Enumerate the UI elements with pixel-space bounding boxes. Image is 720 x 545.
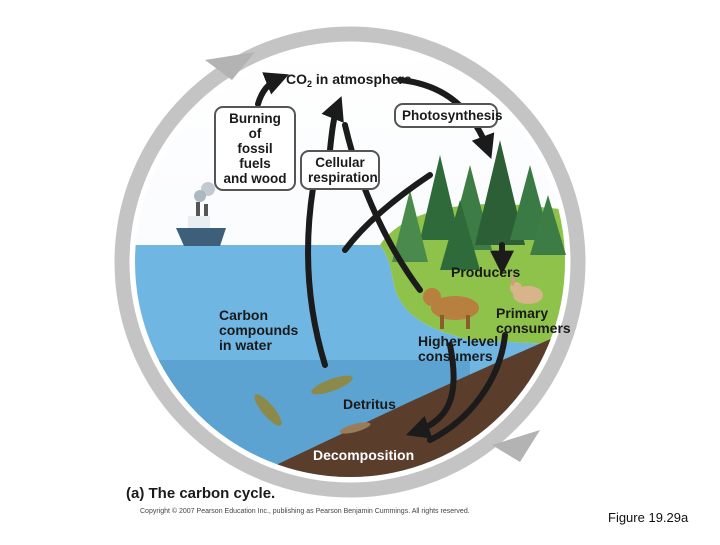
cycle-ring: [114, 26, 586, 498]
forest-trees: [392, 140, 566, 270]
arrow-burning-to-co2: [255, 72, 289, 107]
figure-number: Figure 19.29a: [608, 510, 689, 525]
ring-arrowhead-top: [205, 52, 255, 80]
arrow-primary-to-decomposition: [427, 332, 508, 443]
decomposition-label: Decomposition: [313, 447, 415, 463]
higher-level-consumers-label: Higher-level consumers: [418, 333, 499, 364]
lynx-illustration: [423, 288, 479, 329]
burning-line-1: Burning of: [229, 111, 281, 141]
cellular-respiration-box: Cellular respiration: [300, 150, 380, 190]
arrow-respiration-line: [305, 185, 328, 368]
cellular-line-1: Cellular: [315, 155, 365, 170]
arrow-to-decomposition: [405, 342, 457, 439]
burning-line-2: fossil fuels: [237, 141, 273, 171]
burning-fossil-fuels-box: Burning of fossil fuels and wood: [214, 106, 296, 191]
arrow-respiration-to-co2: [321, 96, 344, 153]
carbon-compounds-label: Carbon compounds in water: [219, 307, 299, 353]
detritus-label: Detritus: [343, 396, 396, 412]
rabbit-illustration: [510, 274, 543, 304]
ship-illustration: [176, 182, 226, 246]
copyright-notice: Copyright © 2007 Pearson Education Inc.,…: [140, 508, 470, 515]
producers-label: Producers: [451, 264, 521, 280]
figure-caption: (a) The carbon cycle.: [126, 485, 276, 502]
ring-arrowhead-bottom: [492, 430, 540, 462]
primary-consumers-label: Primary consumers: [496, 305, 571, 336]
co2-atmosphere-label: CO2 in atmosphere: [286, 71, 412, 89]
burning-line-3: and wood: [223, 171, 287, 186]
fish-illustrations: [254, 375, 371, 434]
flow-arrows: [255, 72, 514, 443]
cellular-line-2: respiration: [308, 170, 378, 185]
arrow-consumers-respiration: [342, 122, 423, 293]
photosynthesis-box: Photosynthesis: [394, 103, 503, 128]
